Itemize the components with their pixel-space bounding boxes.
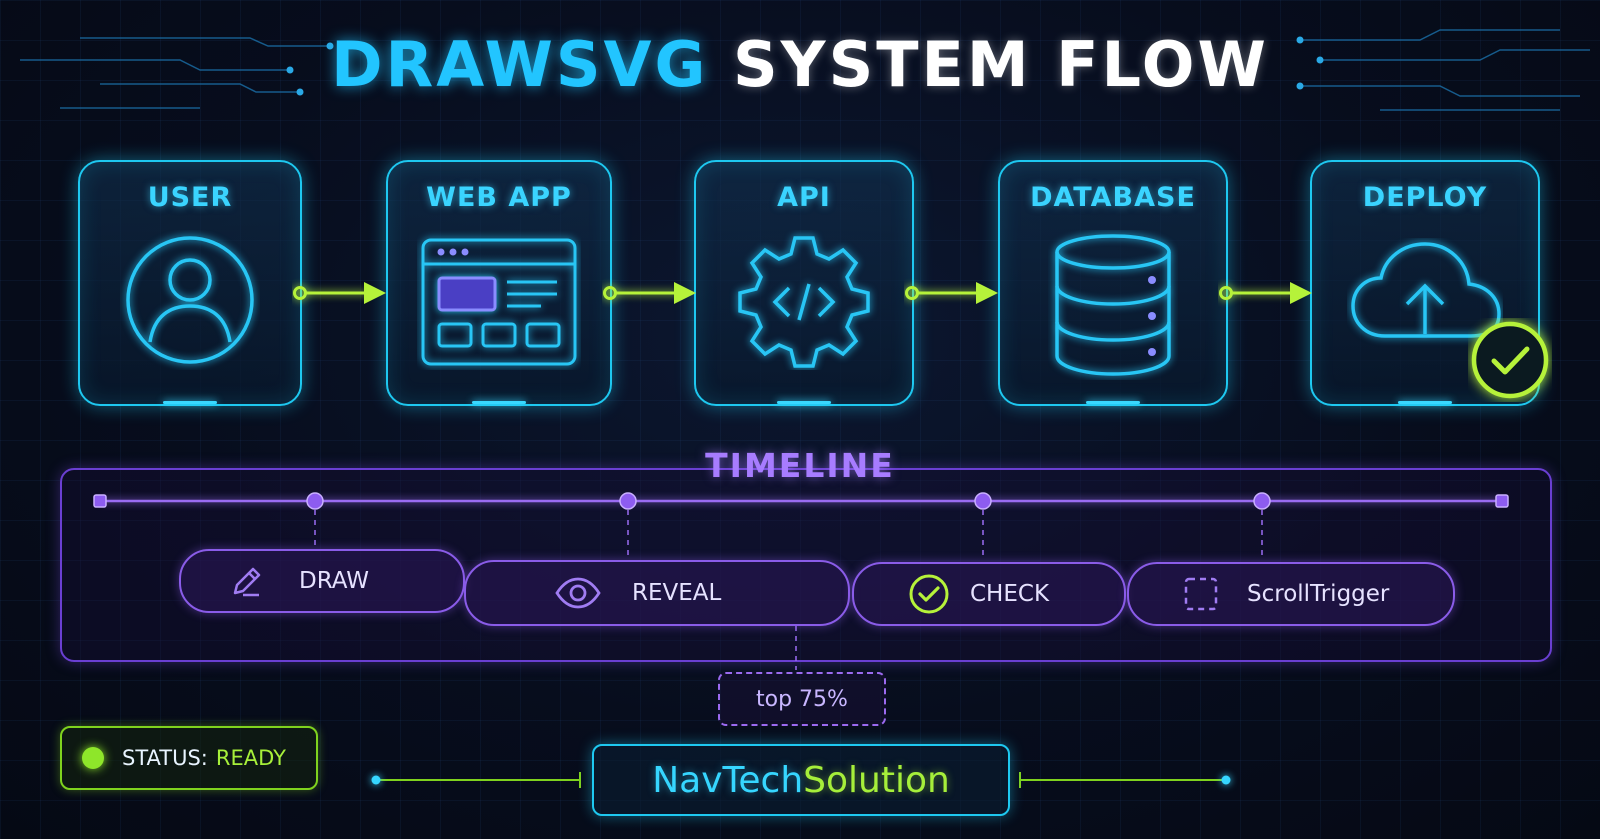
status-value: READY [215,746,286,770]
title-highlight: DRAWSVG [331,28,709,101]
card-accent [777,401,831,404]
check-circle-icon [908,573,950,615]
status-badge: STATUS: READY [60,726,318,790]
flow-card-label: USER [147,182,233,213]
title-rest: SYSTEM FLOW [733,28,1269,101]
page-title: DRAWSVG SYSTEM FLOW [0,28,1600,101]
flow-card-api: API [694,160,914,406]
brand-name-part1: NavTech [652,759,804,801]
dashed-square-icon [1183,576,1219,612]
timeline-step-draw[interactable]: DRAW [179,549,465,613]
code-gear-icon [729,230,879,374]
browser-window-icon [417,230,581,374]
card-accent [472,401,526,404]
timeline-step-label: ScrollTrigger [1247,581,1390,607]
check-circle-icon [1468,318,1552,406]
flow-card-label: DATABASE [1030,182,1196,213]
flow-arrow [603,282,696,304]
timeline-step-check[interactable]: CHECK [852,562,1126,626]
status-dot-icon [82,747,104,769]
flow-card-label: WEB APP [426,182,572,213]
card-accent [163,401,217,404]
cloud-upload-icon [1347,238,1503,352]
flow-arrow [905,282,998,304]
flow-arrow [1219,282,1312,304]
pencil-icon [229,563,265,599]
user-icon [120,230,260,374]
timeline-step-scrolltrigger[interactable]: ScrollTrigger [1127,562,1455,626]
flow-card-label: DEPLOY [1362,182,1488,213]
status-label: STATUS: [122,746,208,770]
card-accent [1086,401,1140,404]
eye-icon [554,577,602,609]
scroll-trigger-position: top 75% [718,672,886,726]
timeline-step-label: REVEAL [632,580,722,606]
timeline-title: TIMELINE [705,446,895,485]
flow-arrow [293,282,386,304]
flow-card-user: USER [78,160,302,406]
card-accent [1398,401,1452,404]
timeline-step-label: DRAW [299,568,369,594]
flow-card-web-app: WEB APP [386,160,612,406]
timeline-step-label: CHECK [970,581,1050,607]
database-icon [1048,230,1178,384]
flow-card-database: DATABASE [998,160,1228,406]
timeline-step-reveal[interactable]: REVEAL [464,560,850,626]
flow-card-label: API [777,182,831,213]
brand-name-part2: Solution [803,759,950,801]
flow-card-deploy: DEPLOY [1310,160,1549,406]
